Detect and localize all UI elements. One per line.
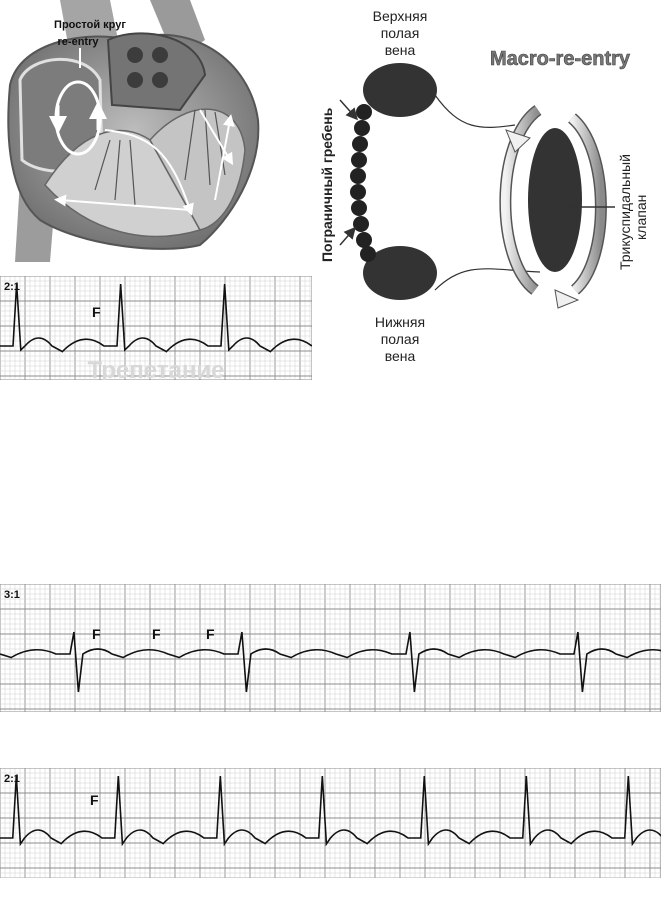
svc-ellipse: [363, 63, 437, 117]
ecg-strip-top: 2:1 F Трепетание: [0, 276, 312, 380]
ivc-line3: вена: [385, 348, 416, 364]
ivc-line2: полая: [381, 331, 420, 347]
crista-label: Пограничный гребень: [319, 107, 335, 262]
ecg-top-ratio: 2:1: [4, 281, 20, 293]
ecg-bottom-f: F: [90, 792, 99, 808]
ecg-mid-f2: F: [152, 626, 161, 642]
ivc-line1: Нижняя: [375, 314, 425, 330]
ecg-mid-f1: F: [92, 626, 101, 642]
ecg-mid-ratio: 3:1: [4, 589, 20, 601]
heart-label-1: Простой круг: [54, 19, 126, 31]
tricuspid-valve: [528, 128, 582, 272]
heart-illustration: Простой круг re-entry: [0, 0, 265, 262]
valve-label-2: клапан: [633, 195, 649, 240]
macro-reentry-schema: Верхняя полая вена Macro-re-entry Нижняя…: [319, 8, 649, 364]
schema-title: Macro-re-entry: [490, 48, 631, 70]
ecg-bottom-ratio: 2:1: [4, 773, 20, 785]
ecg-mid-f3: F: [206, 626, 215, 642]
svc-line3: вена: [385, 42, 416, 58]
ecg-top-f: F: [92, 304, 101, 320]
crista-beads: [350, 104, 376, 262]
ecg-strip-2-1-bottom: 2:1 F: [0, 768, 661, 878]
svc-line1: Верхняя: [373, 8, 428, 24]
svc-line2: полая: [381, 25, 420, 41]
valve-label-1: Трикуспидальный: [617, 154, 633, 270]
heart-label-2: re-entry: [58, 36, 100, 48]
ecg-strip-3-1: 3:1 F F F: [0, 584, 661, 712]
ivc-ellipse: [363, 246, 437, 300]
ecg-top-watermark: Трепетание: [88, 357, 225, 380]
